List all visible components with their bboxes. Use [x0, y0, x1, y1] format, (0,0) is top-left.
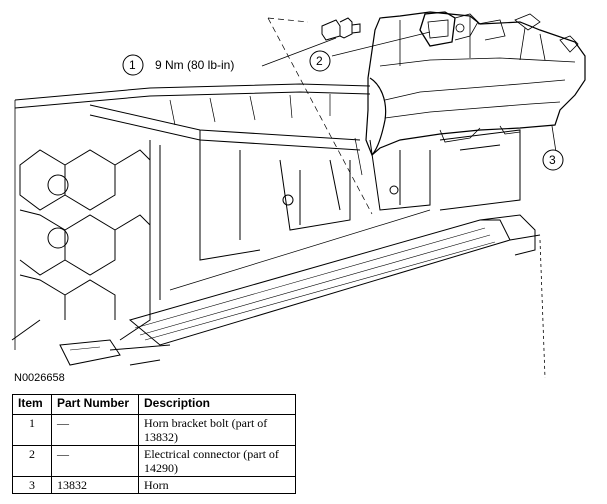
callout-2-circle [309, 50, 331, 72]
table-header-row: Item Part Number Description [12, 394, 296, 415]
table-row: 2 — Electrical connector (part of 14290) [12, 445, 296, 477]
callout-1-circle [122, 54, 144, 76]
table-row: 3 13832 Horn [12, 476, 296, 494]
parts-legend-table: Item Part Number Description 1 — Horn br… [12, 394, 296, 494]
header-part-number: Part Number [51, 394, 139, 415]
callout-2-number: 2 [316, 54, 323, 68]
callout-3-number: 3 [549, 153, 556, 167]
row-3-item: 3 [12, 476, 52, 494]
row-2-item: 2 [12, 445, 52, 477]
row-1-description: Horn bracket bolt (part of 13832) [138, 414, 296, 446]
callout-circles [122, 50, 564, 171]
radiator-support-drawing [11, 17, 546, 379]
callout-3-circle [542, 149, 564, 171]
row-2-description: Electrical connector (part of 14290) [138, 445, 296, 477]
row-3-part-number: 13832 [51, 476, 139, 494]
row-3-description: Horn [138, 476, 296, 494]
callout-leaders [261, 31, 557, 153]
callout-2-leader [331, 31, 431, 57]
header-item: Item [12, 394, 52, 415]
horn-assembly-illustration [11, 11, 586, 379]
callout-1-number: 1 [129, 58, 136, 72]
header-description: Description [138, 394, 296, 415]
row-1-item: 1 [12, 414, 52, 446]
horn-drawing [365, 11, 586, 157]
row-2-part-number: — [51, 445, 139, 477]
callout-1-torque-label: 9 Nm (80 lb-in) [155, 58, 235, 72]
callout-1-leader [261, 37, 337, 67]
table-row: 1 — Horn bracket bolt (part of 13832) [12, 414, 296, 446]
row-1-part-number: — [51, 414, 139, 446]
callout-3-leader [551, 125, 557, 153]
figure-id: N0026658 [14, 372, 65, 384]
horn-bracket-bolt-drawing [321, 17, 361, 41]
